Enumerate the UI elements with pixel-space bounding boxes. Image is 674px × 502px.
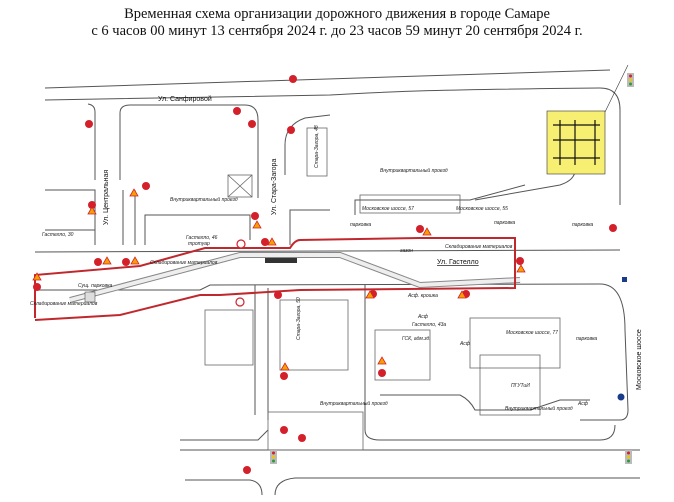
roadworks-sign-icon	[267, 237, 277, 246]
roadworks-sign-icon	[457, 290, 467, 299]
roadworks-sign-icon	[130, 256, 140, 265]
asphalt-label: Асф	[577, 401, 589, 407]
scheme-title-line-1: Временная схема организации дорожного дв…	[124, 6, 550, 22]
building-label: Московское шоссе, 77	[506, 330, 558, 336]
no-entry-sign-icon	[609, 224, 617, 232]
traffic-light-icon	[625, 450, 632, 464]
building-label: Стара-Загора, 50	[296, 297, 302, 340]
building-label: Московское шоссе, 55	[456, 206, 508, 212]
street-label-centralnaya: Ул. Центральная	[103, 170, 110, 225]
building-label: ГСК, адм.зд.	[402, 336, 431, 342]
buildings	[204, 127, 561, 451]
detour-inset-map	[546, 64, 629, 175]
storage-label: Складирование материалов	[30, 301, 98, 307]
no-entry-sign-icon	[416, 225, 424, 233]
roadworks-sign-icon	[87, 206, 97, 215]
building-label: Гастелло, 30	[42, 232, 74, 238]
scheme-title-line-2: с 6 часов 00 минут 13 сентября 2024 г. д…	[91, 23, 583, 39]
asphalt-label: Асф	[459, 341, 471, 347]
no-entry-sign-icon	[289, 75, 297, 83]
roadworks-sign-icon	[280, 362, 290, 371]
roadworks-signs	[32, 188, 526, 371]
storage-area-hatched	[84, 291, 96, 303]
no-entry-sign-icon	[248, 120, 256, 128]
building-label: Гастелло, 46	[186, 235, 218, 241]
roadworks-sign-icon	[377, 356, 387, 365]
no-entry-sign-icon	[280, 372, 288, 380]
info-sign-icon	[617, 277, 627, 401]
no-entry-sign-icon	[33, 283, 41, 291]
no-entry-sign-icon	[243, 466, 251, 474]
road-network	[34, 69, 640, 496]
no-entry-sign-icon	[251, 212, 259, 220]
parking-label: парковка	[572, 222, 593, 228]
parking-label: парковка	[350, 222, 371, 228]
building-label: Гастелло, 43а	[412, 322, 446, 328]
work-zone-fence	[34, 237, 516, 321]
building-label-pguti: ПГУТиИ	[511, 383, 530, 389]
traffic-light-icon	[270, 450, 277, 464]
no-entry-sign-icon	[94, 258, 102, 266]
work-zone-ramp	[69, 252, 521, 303]
no-entry-sign-icon	[287, 126, 295, 134]
no-entry-sign-icon	[233, 107, 241, 115]
no-entry-sign-icon	[122, 258, 130, 266]
no-parking-sign-icon	[235, 239, 246, 307]
lawn-label: газон	[400, 248, 413, 254]
roadworks-sign-icon	[252, 220, 262, 229]
no-entry-sign-icon	[261, 238, 269, 246]
no-entry-sign-icon	[378, 369, 386, 377]
roadworks-sign-icon	[365, 290, 375, 299]
no-entry-sign-icon	[280, 426, 288, 434]
roadworks-sign-icon	[516, 264, 526, 273]
parking-label: парковка	[576, 336, 597, 342]
street-label-stara-zagora: Ул. Стара-Загора	[271, 159, 278, 215]
storage-label: Складирование материалов	[445, 244, 513, 250]
roadworks-sign-icon	[102, 256, 112, 265]
inner-drive-label: Внутриквартальный проезд	[380, 167, 448, 174]
inner-drive-label: Внутриквартальный проезд	[505, 405, 573, 412]
no-entry-sign-icon	[298, 434, 306, 442]
no-entry-sign-icon	[85, 120, 93, 128]
roadworks-sign-icon	[422, 227, 432, 236]
street-label-moskovskoe: Московское шоссе	[636, 329, 643, 390]
asphalt-crumb-label: Асф. крошка	[407, 293, 438, 299]
building-label: Стара-Загора, 48	[314, 125, 320, 168]
inner-drive-label: Внутриквартальный проезд	[320, 400, 388, 407]
building-label: Московское шоссе, 57	[362, 206, 414, 212]
barrier-hatched	[265, 258, 297, 263]
parking-label: парковка	[494, 220, 515, 226]
asphalt-label: Асф	[417, 314, 429, 320]
no-entry-sign-icon	[88, 201, 96, 209]
storage-label: Складирование материалов	[150, 260, 218, 266]
sidewalk-label: тротуар	[188, 241, 210, 247]
traffic-light-icon	[627, 73, 634, 87]
roadworks-sign-icon	[129, 188, 139, 197]
street-label-gastello: Ул. Гастелло	[437, 259, 479, 266]
existing-parking-label: Сущ. парковка	[78, 283, 113, 289]
no-entry-sign-icon	[516, 257, 524, 265]
no-entry-signs	[33, 75, 617, 474]
roadworks-sign-icon	[32, 272, 42, 281]
no-entry-sign-icon	[142, 182, 150, 190]
inner-drive-label: Внутриквартальный проезд	[170, 196, 238, 203]
no-entry-sign-icon	[274, 291, 282, 299]
street-label-sanfirovoy: Ул. Санфировой	[158, 95, 212, 103]
